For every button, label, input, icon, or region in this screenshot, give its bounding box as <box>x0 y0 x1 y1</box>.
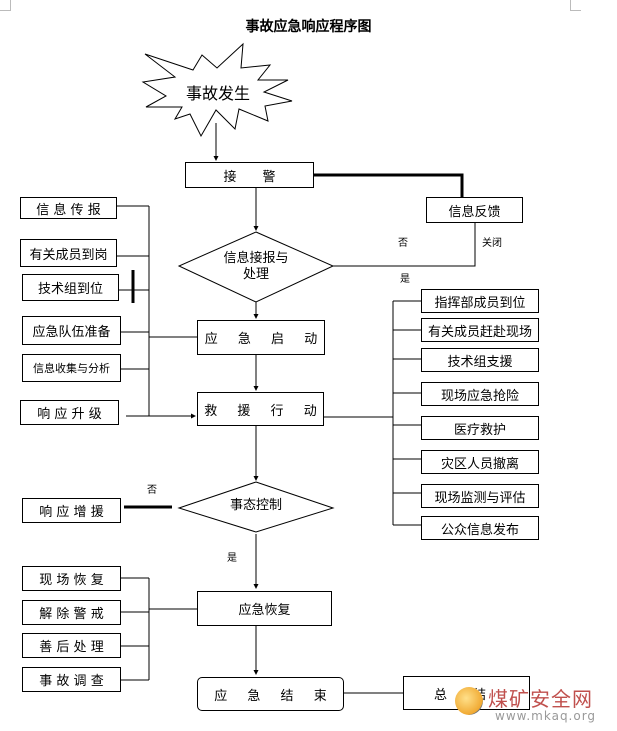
decision-info-line2: 处理 <box>242 267 269 282</box>
right-rescue-item: 有关成员赶赴现场 <box>421 318 539 342</box>
emergency-recovery-box: 应急恢复 <box>197 591 332 626</box>
page-corner-mark-right <box>570 0 581 11</box>
edge-decision-to-feedback <box>333 222 476 267</box>
page-corner-mark-left <box>0 0 11 11</box>
left-start-item: 信 息 传 报 <box>20 197 117 219</box>
decision-info-line1: 信息接报与 <box>223 251 289 266</box>
watermark-url: www.mkaq.org <box>495 709 597 723</box>
incident-burst-shape <box>141 42 293 138</box>
right-rescue-item: 指挥部成员到位 <box>421 289 539 313</box>
edge-label-yes-2: 是 <box>227 553 237 564</box>
right-rescue-item: 技术组支援 <box>421 348 539 372</box>
edge-label-close: 关闭 <box>482 238 502 249</box>
edge-label-no-2: 否 <box>147 485 157 496</box>
receive-alarm-box: 接 警 <box>185 162 314 188</box>
incident-start-label: 事故发生 <box>186 84 251 103</box>
info-feedback-box: 信息反馈 <box>426 197 523 223</box>
right-rescue-item: 医疗救护 <box>421 416 539 440</box>
rescue-action-box: 救 援 行 动 <box>197 392 324 426</box>
edge-label-yes-1: 是 <box>400 274 410 285</box>
right-rescue-item: 现场监测与评估 <box>421 484 539 508</box>
decision-control-label: 事态控制 <box>229 498 282 513</box>
left-recovery-item: 事 故 调 查 <box>22 667 121 692</box>
edge-receive-to-feedback <box>313 173 464 197</box>
right-rescue-item: 公众信息发布 <box>421 516 539 540</box>
left-start-item: 信息收集与分析 <box>22 354 121 382</box>
left-start-item: 有关成员到岗 <box>20 239 117 267</box>
emergency-end-box: 应 急 结 束 <box>197 677 344 711</box>
decision-diamond-control <box>177 481 335 533</box>
left-recovery-item: 现 场 恢 复 <box>22 566 121 591</box>
diagram-title: 事故应急响应程序图 <box>245 19 372 35</box>
right-rescue-item: 现场应急抢险 <box>421 382 539 406</box>
emergency-start-box: 应 急 启 动 <box>197 320 325 355</box>
decision-info-label: 信息接报与 处理 <box>216 251 296 283</box>
left-recovery-item: 解 除 警 戒 <box>22 600 121 625</box>
left-start-item: 应急队伍准备 <box>22 316 121 345</box>
watermark-text: 煤矿安全网 <box>488 687 593 711</box>
edge-label-no-1: 否 <box>398 238 408 249</box>
left-start-item: 技术组到位 <box>22 274 119 301</box>
left-start-item: 响 应 升 级 <box>20 400 119 425</box>
left-recovery-item: 善 后 处 理 <box>22 633 121 658</box>
watermark: 煤矿安全网 www.mkaq.org <box>455 683 615 729</box>
escalate-box: 响 应 增 援 <box>22 498 121 523</box>
watermark-logo-icon <box>455 687 483 715</box>
right-rescue-item: 灾区人员撤离 <box>421 450 539 474</box>
